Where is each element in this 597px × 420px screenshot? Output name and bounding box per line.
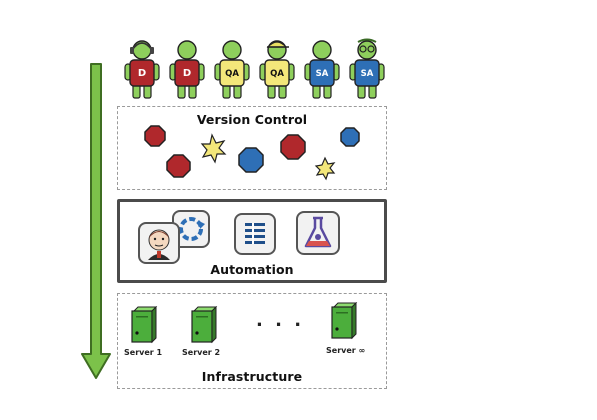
person-qa-icon: QA (214, 40, 250, 99)
server-label: Server ∞ (326, 346, 366, 355)
svg-text:D: D (183, 68, 191, 79)
version-control-title: Version Control (196, 112, 308, 127)
server-icon (131, 306, 158, 344)
team-people: D D QA QA SA SA (124, 38, 385, 99)
svg-text:SA: SA (361, 69, 374, 79)
server-icon (331, 302, 358, 340)
server-icon (191, 306, 218, 344)
blue-octagon-shape (340, 127, 360, 147)
yellow-star-shape (200, 133, 227, 164)
flow-down-arrow (81, 63, 111, 379)
infrastructure-title: Infrastructure (201, 369, 303, 384)
svg-text:QA: QA (225, 69, 239, 79)
automation-title: Automation (210, 262, 294, 277)
yellow-star-shape (314, 156, 336, 181)
svg-text:D: D (138, 68, 146, 79)
jenkins-icon (138, 222, 180, 264)
server-label: Server 2 (182, 348, 221, 357)
person-sa-icon: SA (349, 38, 385, 99)
version-control-panel: Version Control (117, 106, 387, 190)
red-octagon-shape (166, 154, 191, 178)
red-octagon-shape (144, 125, 166, 147)
automation-panel: Automation (117, 199, 387, 283)
version-control-shapes (144, 125, 360, 181)
infrastructure-panel: Server 1 Server 2 . . . Server ∞ Infrast… (117, 293, 387, 389)
person-d-icon: D (124, 40, 160, 99)
blue-octagon-shape (238, 147, 264, 173)
server-label: Server 1 (124, 348, 163, 357)
ellipsis: . . . (256, 310, 305, 331)
svg-text:QA: QA (270, 69, 284, 79)
red-octagon-shape (280, 134, 306, 160)
person-sa-icon: SA (304, 40, 340, 99)
person-d-icon: D (169, 40, 205, 99)
svg-text:SA: SA (316, 69, 329, 79)
person-qa-icon: QA (259, 40, 295, 99)
flask-test-icon (296, 211, 340, 255)
build-list-icon (234, 213, 276, 255)
